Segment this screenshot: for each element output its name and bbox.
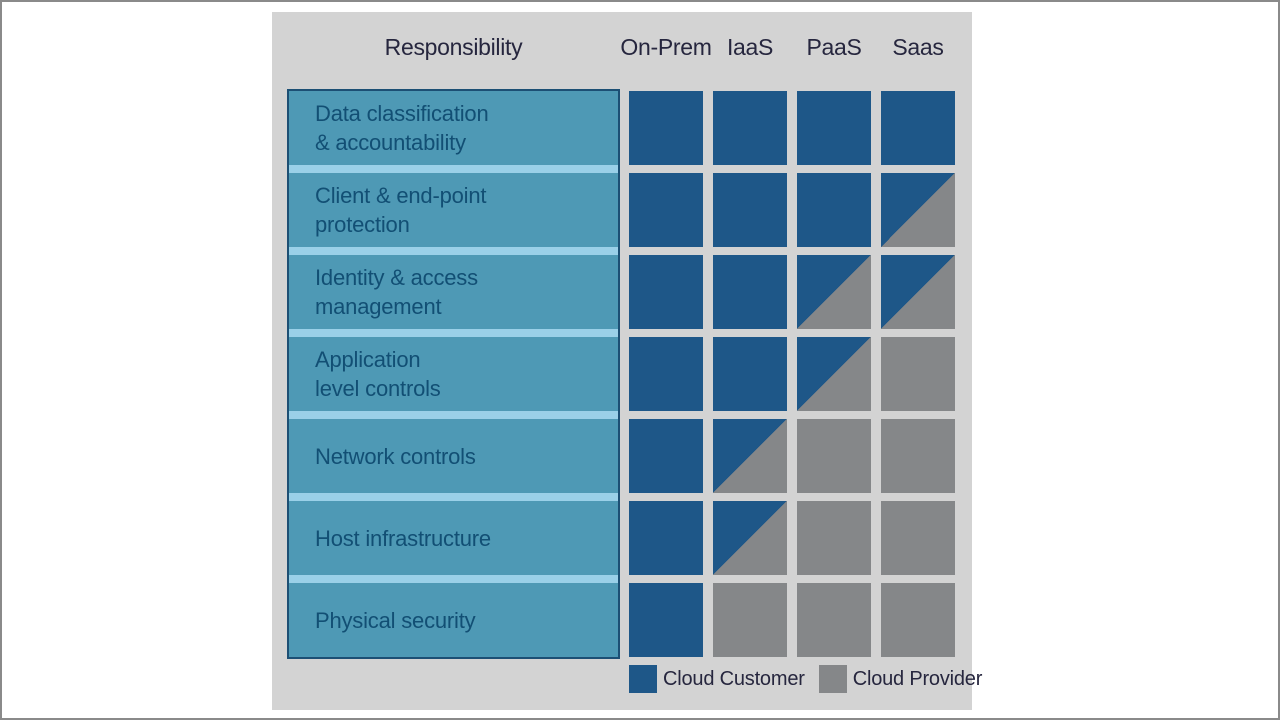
matrix-cell-r6-c2-shared [713,501,787,575]
row-label-physical-security: Physical security [289,583,618,657]
row-label-client-end-point-protection: Client & end-point protection [289,173,618,247]
row-label-data-classification-accountability: Data classification & accountability [289,91,618,165]
matrix-cell-r3-c3-shared [797,255,871,329]
column-header-iaas: IaaS [726,34,774,60]
matrix-cell-r6-c3-provider [797,501,871,575]
matrix-cell-r3-c1-customer [629,255,703,329]
column-header-paas: PaaS [806,34,862,60]
matrix-cell-r4-c1-customer [629,337,703,411]
column-header-on-prem: On-Prem [620,34,712,60]
service-model-headers: On-Prem IaaS PaaS Saas [620,34,955,61]
matrix-cell-r7-c4-provider [881,583,955,657]
matrix-cell-r3-c2-customer [713,255,787,329]
matrix-cell-r2-c4-shared [881,173,955,247]
matrix-cell-r5-c2-shared [713,419,787,493]
responsibility-matrix-grid [629,91,955,657]
matrix-cell-r2-c2-customer [713,173,787,247]
matrix-cell-r5-c1-customer [629,419,703,493]
legend-label-cloud-provider: Cloud Provider [852,667,983,690]
matrix-cell-r7-c3-provider [797,583,871,657]
matrix-cell-r4-c3-shared [797,337,871,411]
matrix-cell-r7-c1-customer [629,583,703,657]
row-label-application-level-controls: Application level controls [289,337,618,411]
legend-swatch-cloud-provider [818,665,847,693]
matrix-cell-r6-c4-provider [881,501,955,575]
matrix-cell-r2-c3-customer [797,173,871,247]
matrix-cell-r6-c1-customer [629,501,703,575]
matrix-cell-r4-c2-customer [713,337,787,411]
matrix-cell-r5-c4-provider [881,419,955,493]
matrix-cell-r1-c3-customer [797,91,871,165]
matrix-cell-r1-c1-customer [629,91,703,165]
legend: Cloud Customer Cloud Provider [629,664,996,694]
legend-label-cloud-customer: Cloud Customer [663,667,805,690]
matrix-cell-r5-c3-provider [797,419,871,493]
matrix-cell-r7-c2-provider [713,583,787,657]
column-header-saas: Saas [892,34,944,60]
responsibility-column-title: Responsibility [384,34,523,60]
row-label-network-controls: Network controls [289,419,618,493]
shared-responsibility-panel: Responsibility On-Prem IaaS PaaS Saas Data … [272,12,982,710]
matrix-cell-r3-c4-shared [881,255,955,329]
row-label-host-infrastructure: Host infrastructure [289,501,618,575]
matrix-cell-r1-c4-customer [881,91,955,165]
matrix-cell-r4-c4-provider [881,337,955,411]
legend-swatch-cloud-customer [629,665,657,693]
row-label-identity-access-management: Identity & access management [289,255,618,329]
matrix-cell-r2-c1-customer [629,173,703,247]
matrix-cell-r1-c2-customer [713,91,787,165]
